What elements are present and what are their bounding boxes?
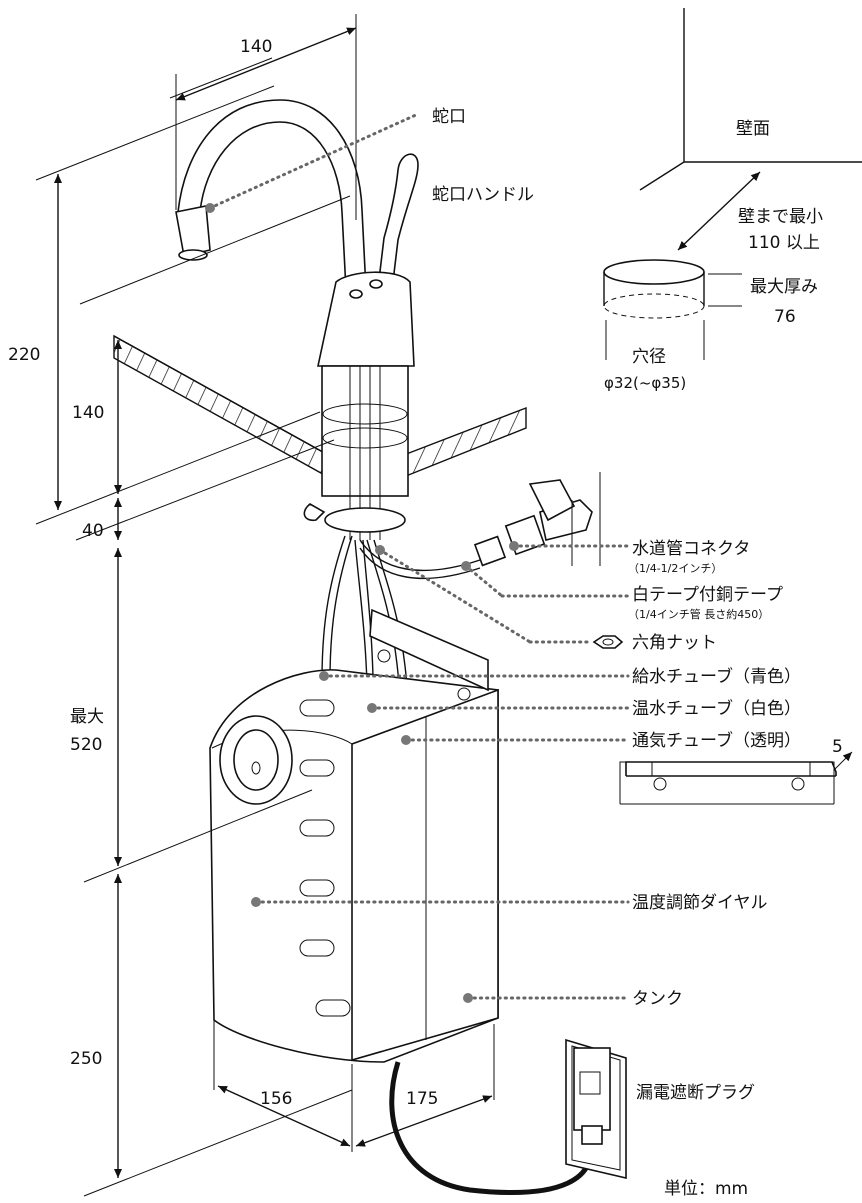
dim-max-label: 最大 [70,707,104,727]
label-hole-size: φ32(~φ35) [604,374,686,392]
hex-nut-icon [592,635,624,649]
label-leak-plug: 漏電遮断プラグ [636,1083,755,1103]
water-connector [473,472,601,567]
faucet-spout [175,99,367,291]
dim-tank-depth: 175 [406,1089,438,1109]
hole-detail [603,171,761,360]
dim-max-value: 520 [70,735,102,755]
plug-assembly [389,1038,627,1195]
dim-total-height: 220 [8,345,40,365]
countertop [113,334,527,482]
dim-faucet-reach: 140 [240,37,272,57]
bracket-detail [619,751,853,805]
label-unit: 単位：mm [664,1179,748,1199]
shank-assembly [303,365,409,540]
label-vent-tube: 通気チューブ（透明） [632,730,801,751]
dim-tank-width: 156 [260,1089,292,1109]
dimension-lines [35,14,495,1197]
label-faucet-handle: 蛇口ハンドル [432,185,534,205]
faucet-base [317,271,415,367]
label-hot-tube: 温水チューブ（白色） [632,698,801,719]
label-copper-tape: 白テープ付銅テープ [632,585,783,605]
label-tank: タンク [632,989,683,1009]
label-supply-tube: 給水チューブ（青色） [632,666,801,687]
wall-corner [639,8,862,191]
label-wall-min-2: 110 以上 [748,233,820,253]
dim-counter-thickness: 40 [82,521,104,541]
label-water-connector-sub: （1/4-1/2インチ） [628,562,722,575]
label-temp-dial: 温度調節ダイヤル [632,893,768,913]
label-wall-min-1: 壁まで最小 [738,207,823,227]
label-max-thickness-1: 最大厚み [750,277,818,297]
leader-lines [205,112,630,1003]
label-water-connector: 水道管コネクタ [632,539,750,559]
faucet-handle [377,153,419,291]
label-hex-nut: 六角ナット [632,633,717,653]
dim-bracket-offset: 5 [832,737,843,757]
tank-body [209,669,499,1063]
label-hole: 穴径 [632,347,666,367]
dim-tank-height: 250 [70,1049,102,1069]
label-copper-tape-sub: （1/4インチ管 長さ約450） [628,607,769,621]
label-max-thickness-2: 76 [774,307,796,327]
label-wall: 壁面 [736,119,770,139]
tank-bracket [369,608,489,701]
label-faucet: 蛇口 [432,107,466,127]
dim-above-counter: 140 [72,403,104,423]
